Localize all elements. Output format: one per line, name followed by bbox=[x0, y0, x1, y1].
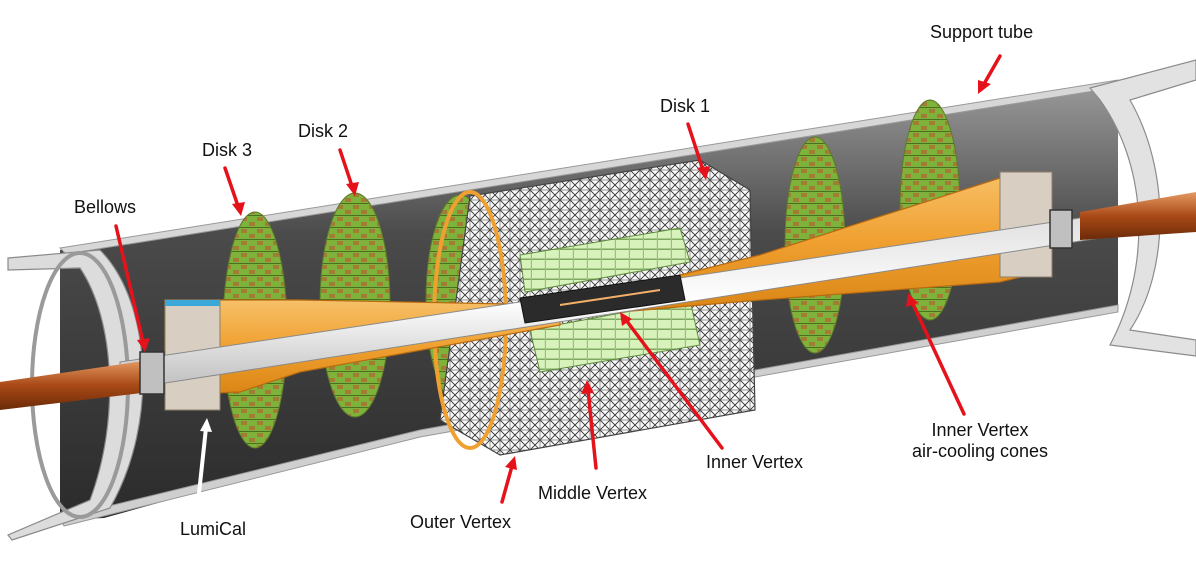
arrowhead-cooling-cones bbox=[906, 293, 918, 307]
bellows-left bbox=[139, 351, 165, 395]
beam-pipe-copper-right bbox=[1080, 192, 1196, 240]
support-tube-lower-rim bbox=[59, 304, 1119, 527]
inner-vertex-highlight bbox=[559, 289, 661, 306]
arrow-disk1 bbox=[686, 122, 705, 172]
arrowhead-outer-vertex bbox=[505, 456, 517, 470]
arrowhead-disk2 bbox=[346, 182, 359, 196]
arrow-bellows bbox=[114, 224, 145, 344]
beam-pipe-copper-left bbox=[0, 360, 150, 410]
label-inner-vertex: Inner Vertex bbox=[706, 452, 804, 472]
callout-arrows bbox=[114, 54, 1002, 504]
arrow-disk2 bbox=[338, 148, 354, 188]
label-cooling-cones-line1: Inner Vertex bbox=[931, 420, 1029, 440]
label-bellows: Bellows bbox=[74, 197, 137, 217]
left-end-flange bbox=[7, 249, 144, 541]
arrow-outer-vertex bbox=[500, 464, 514, 504]
middle-vertex-upper-ladders bbox=[519, 227, 691, 293]
arrow-middle-vertex bbox=[586, 388, 598, 470]
bellows-right bbox=[1049, 209, 1073, 249]
label-disk-2: Disk 2 bbox=[298, 121, 349, 141]
label-support-tube: Support tube bbox=[930, 22, 1034, 42]
label-cooling-cones: Inner Vertex air-cooling cones bbox=[900, 420, 1060, 462]
arrowhead-disk3 bbox=[232, 202, 245, 216]
arrow-disk3 bbox=[223, 166, 240, 208]
lumical-left-cooling-strip bbox=[165, 300, 220, 306]
arrow-inner-vertex bbox=[624, 318, 724, 450]
arrowhead-disk1 bbox=[697, 166, 710, 180]
arrowhead-middle-vertex bbox=[581, 380, 594, 394]
label-cooling-cones-line2: air-cooling cones bbox=[911, 441, 1049, 461]
arrowhead-inner-vertex bbox=[620, 312, 632, 326]
label-middle-vertex: Middle Vertex bbox=[538, 483, 648, 503]
label-outer-vertex: Outer Vertex bbox=[410, 512, 512, 532]
arrow-cooling-cones bbox=[910, 300, 966, 416]
label-disk-3: Disk 3 bbox=[202, 140, 253, 160]
label-lumical: LumiCal bbox=[180, 519, 247, 539]
callout-arrow-lumical bbox=[195, 418, 212, 514]
arrow-support-tube bbox=[982, 54, 1002, 86]
arrowhead-support-tube bbox=[978, 80, 991, 94]
label-disk-1: Disk 1 bbox=[660, 96, 711, 116]
arrowhead-bellows bbox=[137, 338, 150, 352]
